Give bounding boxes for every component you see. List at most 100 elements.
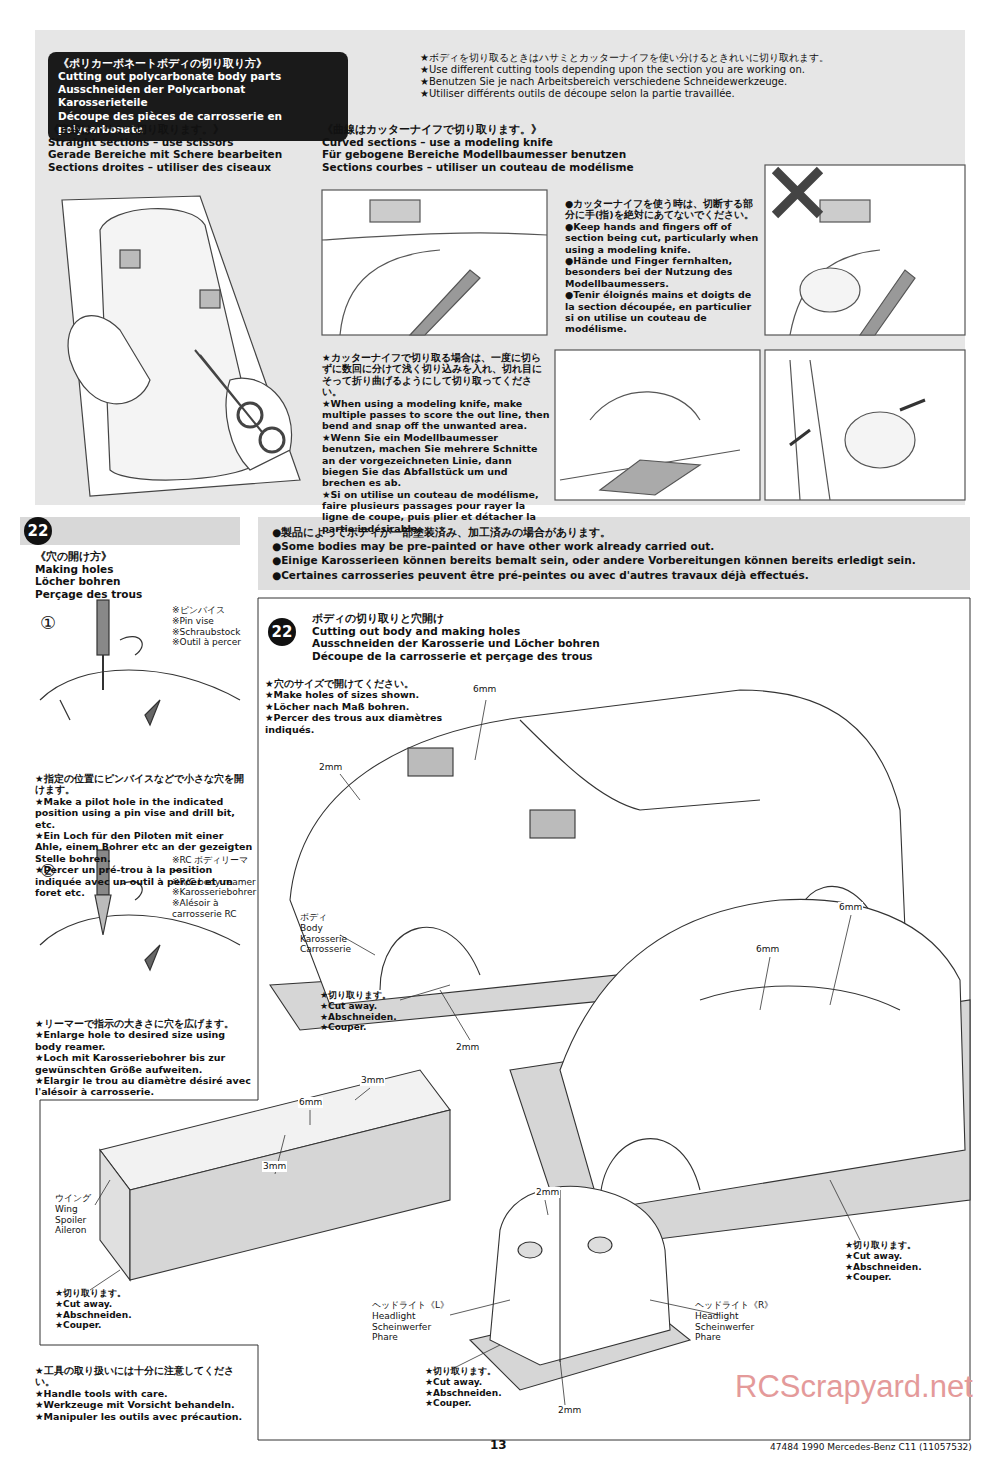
dimension-group: 2mm: [535, 1187, 575, 1198]
cut-note-group: ★切り取ります。★Cut away.★Abschneiden.★Couper.: [55, 1288, 150, 1331]
part-name: Scheinwerfer: [372, 1322, 472, 1333]
dimension: 2mm: [455, 1042, 480, 1053]
part-name: Carrosserie: [300, 944, 385, 955]
instruction-text: ★Make holes of sizes shown.: [265, 689, 465, 700]
tool-name: ※Schraubstock: [172, 627, 256, 638]
part-name: Karosserie: [300, 934, 385, 945]
sub-step-number: ②: [40, 860, 70, 882]
step-heading-group: ボディの切り取りと穴開けCutting out body and making …: [312, 612, 642, 662]
cut-note: ★Abschneiden.: [320, 1012, 410, 1023]
dimension: 3mm: [262, 1161, 287, 1172]
section-heading: 《穴の開け方》: [35, 550, 245, 563]
body-illustrations: [100, 690, 970, 1390]
cut-note: ★Couper.: [425, 1398, 520, 1409]
box-heading: 《ポリカーボネートボディの切り取り方》: [58, 57, 338, 70]
watermark: RCScrapyard.net: [735, 1368, 995, 1405]
note-text: ★Benutzen Sie je nach Arbeitsbereich ver…: [420, 76, 960, 88]
tool-name: ※Pin vise: [172, 616, 256, 627]
part-name: ボディ: [300, 912, 385, 923]
section-heading: Making holes: [35, 563, 245, 576]
part-name: Headlight: [372, 1311, 472, 1322]
dimension: 6mm: [472, 684, 497, 695]
tool-name-group: ※ピンバイス※Pin vise※Schraubstock※Outil à per…: [172, 605, 256, 648]
warning-text-group: ●カッターナイフを使う時は、切断する部分に手(指)を絶対にあてないでください。 ●…: [565, 198, 760, 335]
part-name: ヘッドライト《R》: [695, 1300, 795, 1311]
instruction-text: ★リーマーで指示の大きさに穴を広げます。: [35, 1018, 253, 1029]
cut-note: ★Couper.: [845, 1272, 940, 1283]
dimension: 3mm: [360, 1075, 385, 1086]
step-number: 22: [24, 517, 52, 545]
instruction-text: ★指定の位置にピンバイスなどで小さな穴を開けます。: [35, 773, 253, 796]
section-heading-group: 《直線はハサミで切り取ります。》Straight sections – use …: [48, 123, 313, 173]
dimension-group: 6mm: [472, 684, 512, 695]
dimension: 6mm: [755, 944, 780, 955]
instruction-text: ★Enlarge hole to desired size using body…: [35, 1029, 253, 1052]
tool-name: ※Outil à percer: [172, 637, 256, 648]
warning-text: ●Tenir éloignés mains et doigts de la se…: [565, 289, 760, 335]
box-text: ●Einige Karosserieen können bereits bema…: [272, 553, 956, 567]
tool-name: ※R/C body reamer: [172, 877, 256, 888]
part-name: ウイング: [55, 1193, 135, 1204]
tool-name-group: ※RC ボディリーマー※R/C body reamer※Karosseriebo…: [172, 855, 256, 920]
dimension-group: 2mm: [318, 762, 358, 773]
cut-note-group: ★切り取ります。★Cut away.★Abschneiden.★Couper.: [320, 990, 410, 1033]
caution-text: ★Handle tools with care.: [35, 1388, 253, 1399]
dimension: 2mm: [557, 1405, 582, 1416]
step-band: [20, 517, 240, 545]
section-heading: Straight sections – use scissors: [48, 136, 313, 149]
dimension-group: 3mm: [262, 1161, 302, 1172]
section-heading: Sections courbes – utiliser un couteau d…: [322, 161, 722, 174]
step-number: 22: [268, 618, 296, 646]
note-text: ★Use different cutting tools depending u…: [420, 64, 960, 76]
caution-text-group: ★工具の取り扱いには十分に注意してください。★Handle tools with…: [35, 1365, 253, 1422]
section-heading-group: 《穴の開け方》Making holesLöcher bohrenPerçage …: [35, 550, 245, 600]
cut-note: ★Couper.: [320, 1022, 410, 1033]
sub-step-number-group: ①: [40, 612, 70, 634]
note-text: ★Utiliser différents outils de découpe s…: [420, 88, 960, 100]
footer-text: 47484 1990 Mercedes-Benz C11 (11057532): [770, 1442, 995, 1453]
instruction-text: ★When using a modeling knife, make multi…: [322, 398, 550, 432]
tool-name: ※RC ボディリーマー: [172, 855, 256, 877]
note-text-group: ★ボディを切り取るときはハサミとカッターナイフを使い分けるときれいに切り取れます…: [420, 52, 960, 100]
part-name: Phare: [695, 1332, 795, 1343]
caution-text: ★工具の取り扱いには十分に注意してください。: [35, 1365, 253, 1388]
box-text: Cutting out polycarbonate body parts: [58, 70, 338, 83]
cut-note-group: ★切り取ります。★Cut away.★Abschneiden.★Couper.: [425, 1366, 520, 1409]
dimension: 2mm: [318, 762, 343, 773]
step-heading: Cutting out body and making holes: [312, 625, 642, 638]
step-heading: ボディの切り取りと穴開け: [312, 612, 642, 625]
step-number-group: 22: [268, 618, 296, 646]
section-heading-group: 《曲線はカッターナイフで切り取ります。》Curved sections – us…: [322, 123, 722, 173]
instruction-text-group: ★カッターナイフで切り取る場合は、一度に切らずに数回に分けて浅く切り込みを入れ、…: [322, 352, 550, 534]
dimension-group: 3mm: [360, 1075, 400, 1086]
cut-note: ★切り取ります。: [425, 1366, 520, 1377]
cut-note: ★Cut away.: [320, 1001, 410, 1012]
warning-text: ●カッターナイフを使う時は、切断する部分に手(指)を絶対にあてないでください。: [565, 198, 760, 221]
warning-text: ●Hände und Finger fernhalten, besonders …: [565, 255, 760, 289]
instruction-text: ★穴のサイズで開けてください。: [265, 678, 465, 689]
part-name: Headlight: [695, 1311, 795, 1322]
sub-step-number-group: ②: [40, 860, 70, 882]
part-name: Phare: [372, 1332, 472, 1343]
sub-step-number: ①: [40, 612, 70, 634]
instruction-text: ★Loch mit Karosseriebohrer bis zur gewün…: [35, 1052, 253, 1075]
part-name-group: ウイングWingSpoilerAileron: [55, 1193, 135, 1236]
dimension: 6mm: [838, 902, 863, 913]
instruction-text: ★Löcher nach Maß bohren.: [265, 701, 465, 712]
caution-text: ★Werkzeuge mit Vorsicht behandeln.: [35, 1399, 253, 1410]
note-text: ★ボディを切り取るときはハサミとカッターナイフを使い分けるときれいに切り取れます…: [420, 52, 960, 64]
part-name: Scheinwerfer: [695, 1322, 795, 1333]
section-heading: 《直線はハサミで切り取ります。》: [48, 123, 313, 136]
part-name: Aileron: [55, 1225, 135, 1236]
watermark-group: RCScrapyard.net: [735, 1368, 995, 1405]
dimension-group: 6mm: [755, 944, 795, 955]
dimension-group: 2mm: [557, 1405, 597, 1416]
cut-note: ★Couper.: [55, 1320, 150, 1331]
caution-text: ★Manipuler les outils avec précaution.: [35, 1411, 253, 1422]
page-number: 13: [490, 1438, 520, 1452]
box-text: Ausschneiden der Polycarbonat Karosserie…: [58, 83, 338, 109]
part-name: Wing: [55, 1204, 135, 1215]
instruction-text: ★Si on utilise un couteau de modélisme, …: [322, 489, 550, 535]
part-name-group: ヘッドライト《L》HeadlightScheinwerferPhare: [372, 1300, 472, 1343]
instruction-text: ★Percer des trous aux diamètres indiqués…: [265, 712, 465, 735]
